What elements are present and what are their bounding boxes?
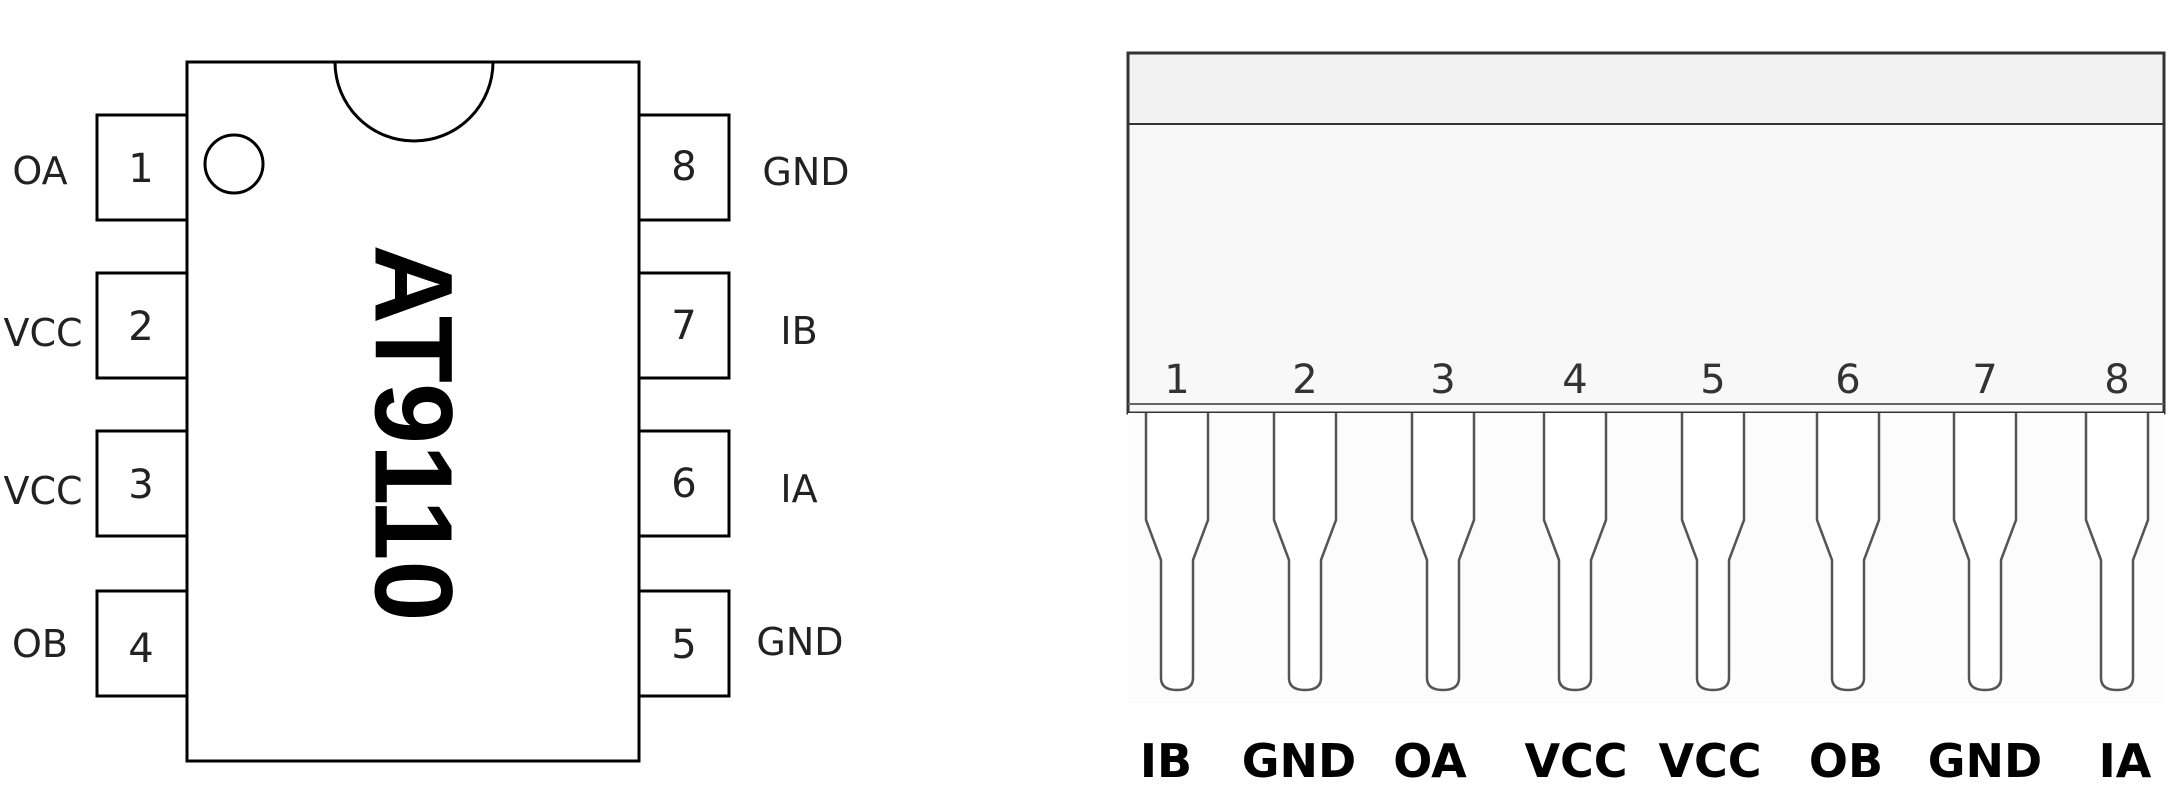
sip-lead <box>1952 413 2018 692</box>
sip-pin-number: 1 <box>1164 357 1189 403</box>
sip-lead <box>1815 413 1881 692</box>
dip-left-pin-3 <box>95 429 189 538</box>
dip-right-pin-8 <box>637 113 731 222</box>
sip-pin-number: 4 <box>1562 357 1587 403</box>
sip-pin-number: 6 <box>1835 357 1860 403</box>
dip-left-pin-number: 2 <box>128 304 153 350</box>
sip-pin-name: OB <box>1809 734 1883 788</box>
dip-right-pin-number: 8 <box>671 144 696 190</box>
pin1-marker-dot <box>203 133 265 195</box>
dip-left-pin-number: 1 <box>128 146 153 192</box>
dip-right-pin-number: 7 <box>671 303 696 349</box>
sip-lead <box>1144 413 1210 692</box>
dip-left-pin-number: 3 <box>128 462 153 508</box>
dip-notch <box>333 61 495 143</box>
dip-right-pin-name: GND <box>762 150 849 194</box>
chip-part-label: AT9110 <box>352 244 475 621</box>
dip-left-pin-name: VCC <box>3 469 82 513</box>
dip-left-pin-1 <box>95 113 189 222</box>
dip-left-pin-number: 4 <box>128 626 153 672</box>
sip-leads <box>1144 413 2150 692</box>
sip-package: 1 2 3 4 5 6 7 8 IB GND OA VCC VCC OB GND… <box>1126 51 2166 788</box>
dip-left-pin-name: VCC <box>3 311 82 355</box>
dip-right-pin-number: 6 <box>671 461 696 507</box>
sip-pin-name: IB <box>1140 734 1192 788</box>
sip-pin-name: GND <box>1928 734 2042 788</box>
sip-pin-number: 8 <box>2104 357 2129 403</box>
sip-lead <box>1272 413 1338 692</box>
dip-left-pin-4 <box>95 589 189 698</box>
sip-pin-number: 3 <box>1430 357 1455 403</box>
dip-right-pin-name: IB <box>780 309 817 353</box>
sip-pin-number: 2 <box>1292 357 1317 403</box>
dip-left-pin-name: OB <box>12 622 68 666</box>
dip-body <box>185 60 641 763</box>
sip-top-band <box>1128 53 2164 124</box>
sip-pin-name: OA <box>1393 734 1467 788</box>
sip-lead <box>1542 413 1608 692</box>
sip-pin-name: GND <box>1242 734 1356 788</box>
dip-right-pin-6 <box>637 429 731 538</box>
dip-right-pin-number: 5 <box>671 622 696 668</box>
sip-pin-name: VCC <box>1524 734 1627 788</box>
sip-pin-name: VCC <box>1658 734 1761 788</box>
dip-package: 1 2 3 4 OA VCC VCC OB 8 7 6 5 GND IB IA … <box>3 60 850 763</box>
dip-right-pin-name: GND <box>756 620 843 664</box>
dip-right-pin-7 <box>637 271 731 380</box>
sip-pin-number: 5 <box>1700 357 1725 403</box>
sip-pin-number: 7 <box>1972 357 1997 403</box>
sip-lead <box>1680 413 1746 692</box>
dip-right-pin-name: IA <box>780 467 817 511</box>
sip-lead <box>2084 413 2150 692</box>
dip-left-pin-2 <box>95 271 189 380</box>
dip-left-pin-name: OA <box>12 149 67 193</box>
sip-pin-name: IA <box>2099 734 2152 788</box>
sip-body-fill <box>1128 124 2164 413</box>
sip-lead <box>1410 413 1476 692</box>
dip-right-pin-5 <box>637 589 731 698</box>
